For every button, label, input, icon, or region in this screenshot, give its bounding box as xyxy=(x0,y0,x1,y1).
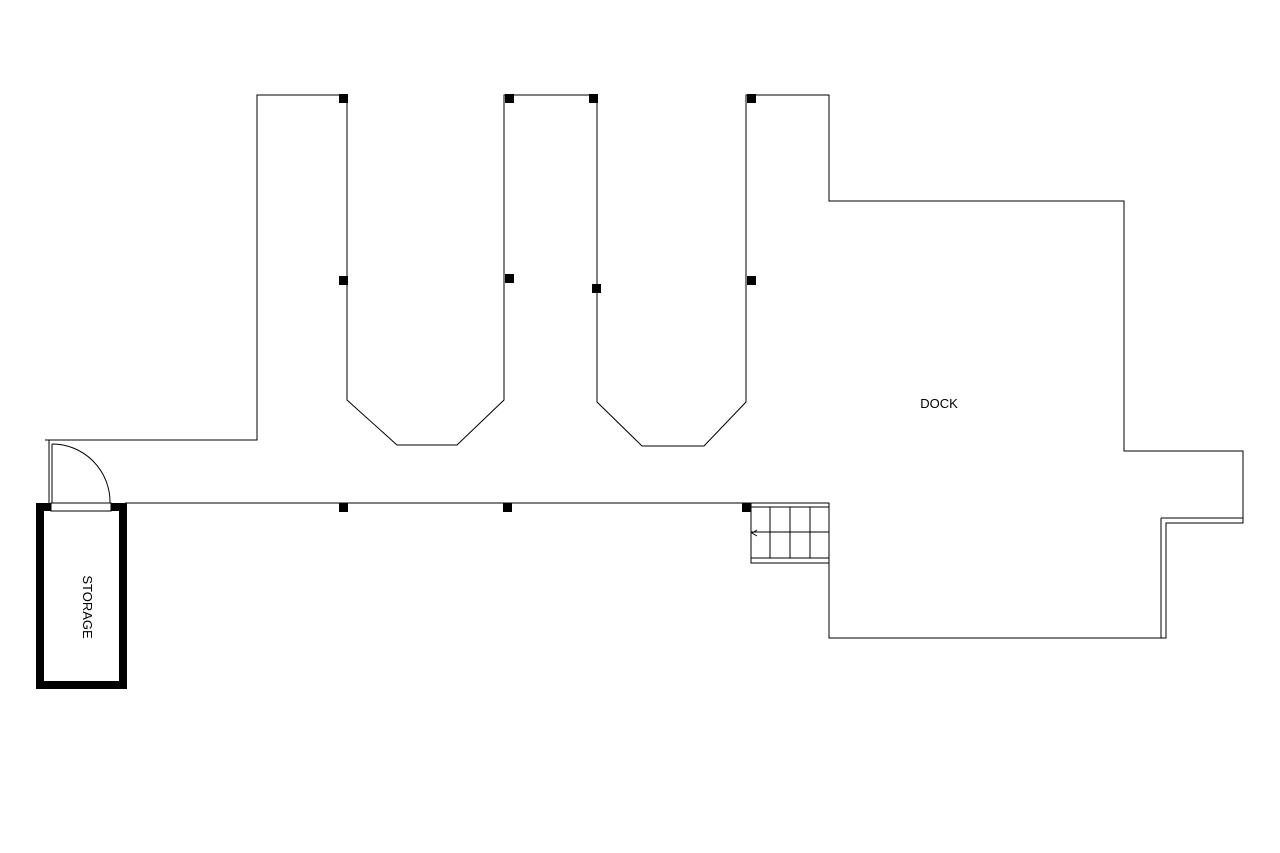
storage-label: STORAGE xyxy=(80,575,95,639)
posts xyxy=(43,94,756,512)
stairs-direction-arrow-icon xyxy=(751,529,758,537)
dock-label: DOCK xyxy=(920,396,958,411)
post-square-icon xyxy=(589,94,598,103)
post-square-icon xyxy=(505,94,514,103)
post-square-icon xyxy=(339,94,348,103)
stairs-icon[interactable] xyxy=(750,502,830,564)
door-swing-icon[interactable] xyxy=(50,443,112,512)
post-square-icon xyxy=(505,274,514,283)
post-square-icon xyxy=(339,503,348,512)
post-square-icon xyxy=(503,503,512,512)
post-square-icon xyxy=(742,503,751,512)
post-square-icon xyxy=(747,94,756,103)
post-square-icon xyxy=(592,284,601,293)
post-square-icon xyxy=(339,276,348,285)
dock-outline xyxy=(45,94,1244,639)
post-square-icon xyxy=(747,276,756,285)
